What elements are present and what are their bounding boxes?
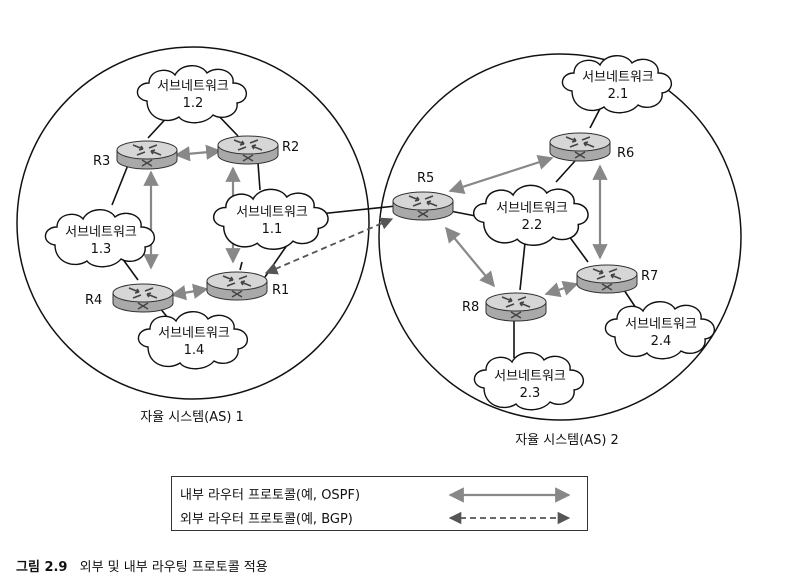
subnetwork-cloud-1-4: 서브네트워크 1.4 bbox=[137, 311, 249, 370]
svg-text:1.4: 1.4 bbox=[184, 343, 205, 358]
svg-text:2.3: 2.3 bbox=[520, 386, 541, 401]
router-r8 bbox=[485, 292, 547, 322]
svg-text:서브네트워크: 서브네트워크 bbox=[236, 205, 308, 220]
router-label-r3: R3 bbox=[93, 154, 110, 169]
legend: 내부 라우터 프로토콜(예, OSPF) 외부 라우터 프로토콜(예, BGP) bbox=[171, 476, 588, 531]
svg-text:서브네트워크: 서브네트워크 bbox=[625, 317, 697, 332]
router-label-r1: R1 bbox=[272, 283, 289, 298]
router-label-r6: R6 bbox=[617, 146, 634, 161]
subnetwork-cloud-1-3: 서브네트워크 1.3 bbox=[44, 209, 156, 268]
figure-number: 그림 2.9 bbox=[16, 560, 68, 575]
svg-text:1.3: 1.3 bbox=[91, 242, 112, 257]
svg-text:서브네트워크: 서브네트워크 bbox=[582, 70, 654, 85]
legend-row-exterior: 외부 라우터 프로토콜(예, BGP) bbox=[180, 508, 353, 527]
svg-text:1.2: 1.2 bbox=[183, 96, 204, 111]
svg-text:1.1: 1.1 bbox=[262, 222, 283, 237]
router-r6 bbox=[549, 132, 611, 162]
interior-protocol-arrows bbox=[143, 144, 608, 301]
subnetwork-cloud-2-3: 서브네트워크 2.3 bbox=[473, 352, 585, 411]
router-r2 bbox=[217, 135, 279, 165]
router-r7 bbox=[576, 264, 638, 294]
as1-label: 자율 시스템(AS) 1 bbox=[140, 410, 244, 425]
figure-caption-text: 외부 및 내부 라우팅 프로토콜 적용 bbox=[79, 560, 268, 575]
subnetwork-cloud-2-2: 서브네트워크 2.2 bbox=[472, 184, 589, 246]
subnetwork-cloud-1-1: 서브네트워크 1.1 bbox=[212, 188, 329, 250]
exterior-protocol-arrow bbox=[264, 217, 394, 275]
router-label-r4: R4 bbox=[85, 293, 102, 308]
router-label-r7: R7 bbox=[641, 269, 658, 284]
legend-exterior-label: 외부 라우터 프로토콜(예, BGP) bbox=[180, 512, 353, 527]
subnetwork-cloud-2-4: 서브네트워크 2.4 bbox=[604, 301, 716, 360]
svg-text:2.2: 2.2 bbox=[522, 218, 543, 233]
legend-exterior-arrow bbox=[448, 511, 571, 525]
router-label-r2: R2 bbox=[282, 140, 299, 155]
svg-text:서브네트워크: 서브네트워크 bbox=[496, 201, 568, 216]
legend-interior-arrow bbox=[448, 487, 571, 503]
figure-caption: 그림 2.9 외부 및 내부 라우팅 프로토콜 적용 bbox=[16, 556, 268, 575]
legend-interior-label: 내부 라우터 프로토콜(예, OSPF) bbox=[180, 488, 361, 503]
router-r4 bbox=[112, 283, 174, 313]
svg-text:2.1: 2.1 bbox=[608, 87, 629, 102]
svg-text:서브네트워크: 서브네트워크 bbox=[494, 369, 566, 384]
subnetwork-cloud-2-1: 서브네트워크 2.1 bbox=[561, 55, 673, 114]
router-r3 bbox=[116, 140, 178, 170]
as2-label: 자율 시스템(AS) 2 bbox=[515, 433, 619, 448]
svg-text:서브네트워크: 서브네트워크 bbox=[157, 79, 229, 94]
router-r5 bbox=[392, 191, 454, 221]
router-r1 bbox=[206, 271, 268, 301]
router-label-r5: R5 bbox=[417, 171, 434, 186]
svg-text:서브네트워크: 서브네트워크 bbox=[158, 326, 230, 341]
router-label-r8: R8 bbox=[462, 300, 479, 315]
legend-row-interior: 내부 라우터 프로토콜(예, OSPF) bbox=[180, 484, 360, 503]
svg-text:서브네트워크: 서브네트워크 bbox=[65, 225, 137, 240]
subnetwork-cloud-1-2: 서브네트워크 1.2 bbox=[136, 65, 248, 124]
svg-text:2.4: 2.4 bbox=[651, 334, 672, 349]
